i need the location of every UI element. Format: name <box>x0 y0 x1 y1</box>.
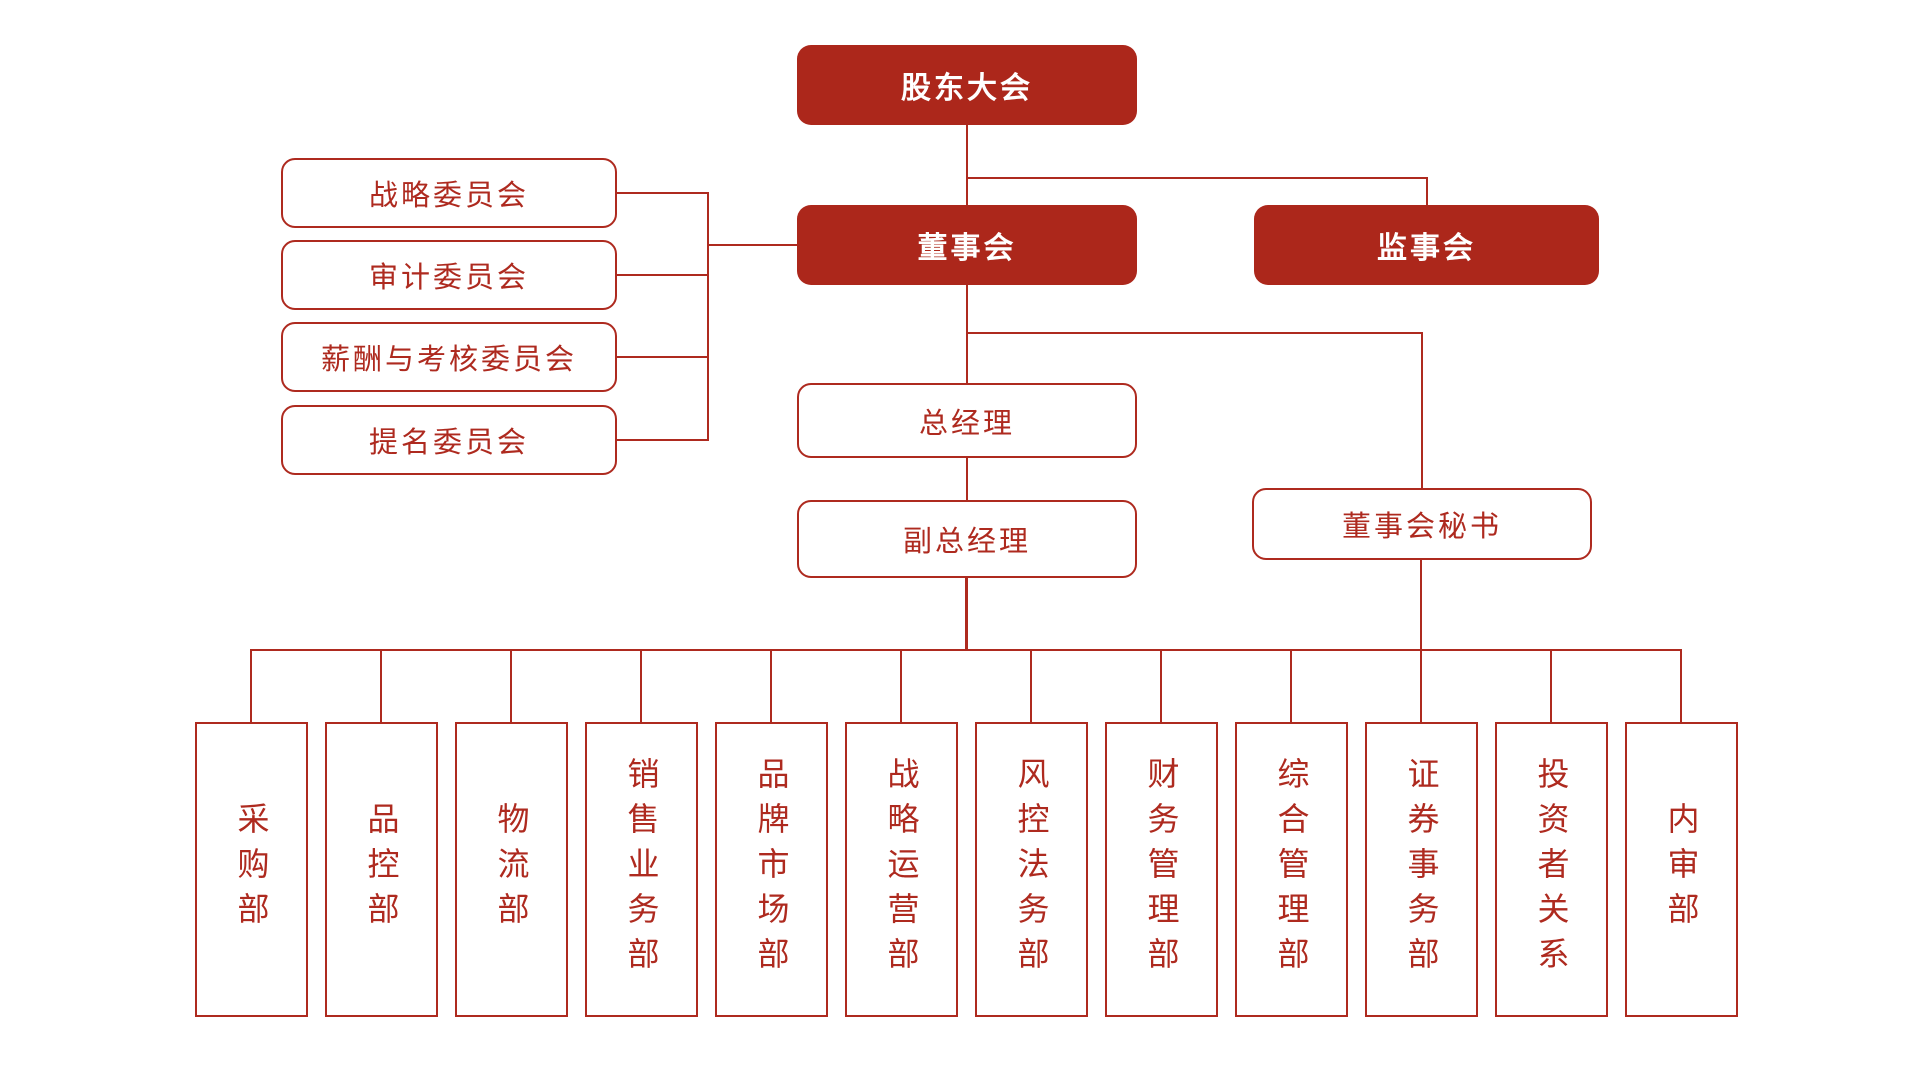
node-dept-sales: 销售业务部 <box>585 722 698 1017</box>
node-dept-internal-audit: 内审部 <box>1625 722 1738 1017</box>
node-compensation-appraisal-committee: 薪酬与考核委员会 <box>281 322 617 392</box>
node-nomination-committee: 提名委员会 <box>281 405 617 475</box>
connector-line <box>617 192 708 194</box>
node-dept-logistics: 物流部 <box>455 722 568 1017</box>
connector-line <box>617 439 708 441</box>
node-shareholders-meeting: 股东大会 <box>797 45 1137 125</box>
node-label: 品牌市场部 <box>753 757 790 982</box>
node-board-secretary: 董事会秘书 <box>1252 488 1592 560</box>
node-label: 提名委员会 <box>368 427 529 459</box>
node-strategy-committee: 战略委员会 <box>281 158 617 228</box>
connector-line <box>1550 649 1552 722</box>
node-label: 战略运营部 <box>883 757 920 982</box>
node-deputy-general-manager: 副总经理 <box>797 500 1137 578</box>
connector-line <box>1420 560 1422 722</box>
node-dept-general-management: 综合管理部 <box>1235 722 1348 1017</box>
connector-line <box>966 332 1423 334</box>
node-label: 副总经理 <box>902 526 1031 558</box>
node-dept-brand-marketing: 品牌市场部 <box>715 722 828 1017</box>
node-label: 总经理 <box>918 407 1015 440</box>
node-dept-quality-control: 品控部 <box>325 722 438 1017</box>
connector-line <box>966 125 968 205</box>
connector-line <box>1426 177 1428 205</box>
node-label: 投资者关系 <box>1533 757 1570 982</box>
node-label: 品控部 <box>363 802 400 937</box>
node-dept-financial-management: 财务管理部 <box>1105 722 1218 1017</box>
connector-line <box>966 285 968 383</box>
connector-line <box>640 649 642 722</box>
node-dept-strategic-operations: 战略运营部 <box>845 722 958 1017</box>
connector-line <box>1680 649 1682 722</box>
connector-line <box>965 578 968 651</box>
connector-line <box>250 649 252 722</box>
node-dept-procurement: 采购部 <box>195 722 308 1017</box>
node-supervisory-board: 监事会 <box>1254 205 1599 285</box>
connector-line <box>1030 649 1032 722</box>
node-label: 财务管理部 <box>1143 757 1180 982</box>
node-label: 内审部 <box>1663 802 1700 937</box>
node-label: 董事会秘书 <box>1341 511 1502 543</box>
node-board-of-directors: 董事会 <box>797 205 1137 285</box>
node-label: 风控法务部 <box>1013 757 1050 982</box>
connector-line <box>250 649 1682 651</box>
connector-line <box>707 244 797 246</box>
connector-line <box>380 649 382 722</box>
connector-line <box>1290 649 1292 722</box>
node-label: 战略委员会 <box>368 180 529 212</box>
connector-line <box>617 356 708 358</box>
node-label: 审计委员会 <box>368 262 529 294</box>
node-dept-risk-legal: 风控法务部 <box>975 722 1088 1017</box>
connector-line <box>617 274 708 276</box>
connector-line <box>707 192 709 441</box>
node-label: 监事会 <box>1377 232 1476 265</box>
node-label: 董事会 <box>917 232 1017 265</box>
node-label: 证券事务部 <box>1403 757 1440 982</box>
connector-line <box>966 177 1428 179</box>
node-label: 采购部 <box>233 802 270 937</box>
node-dept-investor-relations: 投资者关系 <box>1495 722 1608 1017</box>
node-general-manager: 总经理 <box>797 383 1137 458</box>
connector-line <box>770 649 772 722</box>
node-label: 薪酬与考核委员会 <box>320 344 577 376</box>
node-label: 综合管理部 <box>1273 757 1310 982</box>
connector-line <box>900 649 902 722</box>
node-label: 物流部 <box>493 802 530 937</box>
connector-line <box>1160 649 1162 722</box>
connector-line <box>966 458 968 500</box>
node-audit-committee: 审计委员会 <box>281 240 617 310</box>
connector-line <box>1421 332 1423 488</box>
node-label: 股东大会 <box>901 72 1033 105</box>
node-dept-securities-affairs: 证券事务部 <box>1365 722 1478 1017</box>
node-label: 销售业务部 <box>623 757 660 982</box>
connector-line <box>510 649 512 722</box>
